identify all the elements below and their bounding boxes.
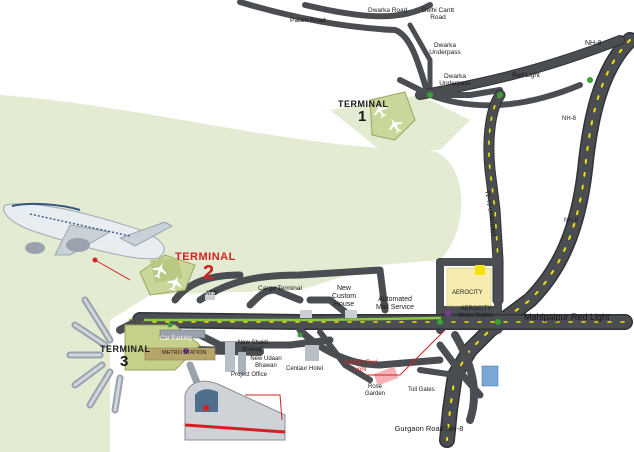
aerocity-metro-marker	[444, 309, 452, 317]
new-shakti-bhawan-label: New Shakti Bhawan	[237, 340, 269, 353]
red-light-label: Red Light	[512, 72, 540, 79]
dwarka-road-label: Dwarka Road	[368, 7, 408, 14]
dwarka-underpass-label-2: Dwarka Underpass	[439, 73, 471, 88]
ats-label: ATS	[205, 290, 218, 297]
plane-callout-dot	[92, 257, 98, 263]
aerocity-tower	[475, 265, 485, 275]
terminal-3-number: 3	[120, 353, 129, 370]
junction-markers	[167, 77, 593, 338]
nh8-top-label: NH-8	[585, 40, 602, 47]
rose-garden-label: Rose Garden	[364, 384, 385, 397]
callout-lines	[94, 259, 446, 421]
nh8-right-label-2: NH-8	[564, 218, 579, 224]
terminal-1-word: TERMINAL	[338, 99, 389, 109]
terminal-2-label: TERMINAL 2	[175, 251, 236, 284]
t1-t3-road	[483, 89, 506, 306]
centaur-hotel-label: Centaur Hotel	[286, 366, 324, 372]
mahipalpur-red-light-label: Mahipalpur Red Light	[524, 312, 610, 322]
automated-mail-service-label: Automated Mail Service	[375, 296, 415, 312]
car-parking-label: Car Parking	[160, 336, 192, 342]
toll-gates-label: Toll Gates	[408, 387, 435, 393]
office-buildings	[205, 292, 499, 387]
delhi-cantt-road-label: Delhi Cantt Road	[421, 7, 455, 22]
centaur-red-light-label: Centaur Red Light	[342, 360, 378, 373]
new-udaan-bhawan-label: New Udaan Bhawan	[250, 356, 282, 369]
metro-station-label: METRO STATION	[162, 350, 207, 356]
cargo-terminal-label: Cargo Terminal	[258, 285, 302, 292]
metro-train	[184, 380, 286, 441]
terminal-2-number: 2	[203, 262, 215, 284]
aerocity-label: AEROCITY	[452, 290, 483, 296]
airplane	[3, 202, 173, 260]
aerocity-metro-label: AEROCITY Metro Station	[458, 306, 494, 319]
terminal-3-word: TERMINAL	[100, 344, 151, 354]
terminal-1-label: TERMINAL 1	[338, 99, 389, 125]
dwarka-underpass-label-1: Dwarka Underpass	[429, 42, 461, 57]
terminal-1-building	[369, 91, 416, 141]
new-custom-house-label: New Custom House	[331, 285, 357, 309]
palam-road-label: Palam Road	[290, 17, 326, 24]
main-corridor	[128, 312, 633, 330]
terminal-3-label: TERMINAL 3	[100, 344, 151, 370]
gurgaon-road-label: Gurgaon Road NH-8	[394, 424, 464, 433]
terminal-3-building	[66, 296, 216, 414]
t3-metro-marker	[183, 348, 189, 354]
terminal-2-word: TERMINAL	[175, 251, 236, 263]
nh8-highway	[439, 32, 634, 448]
nh8-right-label-1: NH-8	[562, 116, 577, 122]
terminal-1-number: 1	[358, 108, 367, 125]
project-office-label: Project Office	[231, 372, 267, 378]
rose-garden-area	[373, 366, 399, 386]
